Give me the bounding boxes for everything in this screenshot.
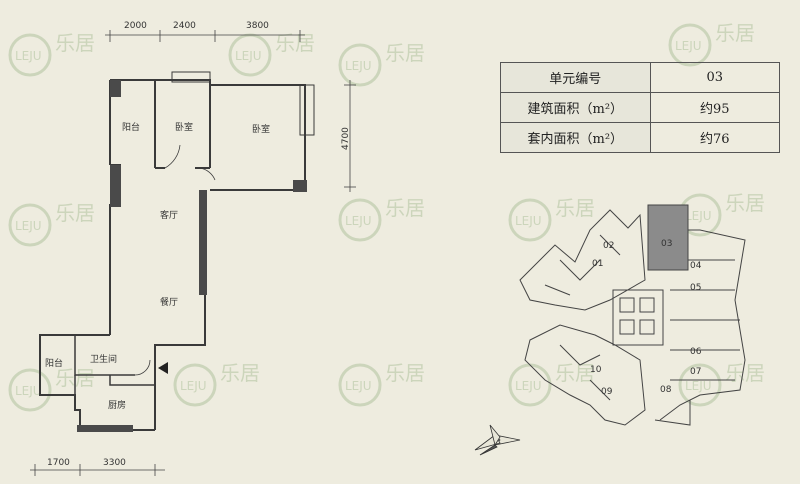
info-value: 03 <box>649 62 781 93</box>
watermark-text: 乐居 <box>555 196 595 220</box>
watermark-logo-text: LEJU <box>180 379 207 393</box>
watermark-logo-text: LEJU <box>345 59 372 73</box>
dimension-label: 3300 <box>103 458 126 468</box>
watermark-logo: LEJU 乐居 <box>668 21 755 67</box>
room-label: 卧室 <box>175 121 193 133</box>
table-row: 建筑面积（m²） 约95 <box>500 92 781 123</box>
dimension-label: 4700 <box>341 127 351 150</box>
room-label: 阳台 <box>122 121 140 133</box>
room-label: 卧室 <box>252 123 270 135</box>
dimension-label: 1700 <box>47 458 70 468</box>
info-label: 建筑面积（m²） <box>500 92 651 123</box>
unit-label: 04 <box>690 261 702 271</box>
table-row: 单元编号 03 <box>500 62 781 93</box>
watermark-layer: LEJU 乐居 LEJU 乐居 LEJU 乐居 LEJU 乐居 LEJU 乐居 … <box>8 21 765 412</box>
watermark-logo-text: LEJU <box>345 214 372 228</box>
unit-label: 02 <box>603 241 614 251</box>
unit-label: 07 <box>690 367 701 377</box>
watermark-text: 乐居 <box>55 201 95 225</box>
info-label: 单元编号 <box>500 62 651 93</box>
watermark-logo-text: LEJU <box>345 379 372 393</box>
watermark-text: 乐居 <box>55 31 95 55</box>
unit-label: 03 <box>661 239 672 249</box>
key-plan <box>519 209 746 426</box>
dimension-label: 2000 <box>124 21 147 31</box>
watermark-logo: LEJU 乐居 <box>508 196 595 242</box>
dimension-label: 2400 <box>173 21 196 31</box>
table-row: 套内面积（m²） 约76 <box>500 122 781 153</box>
room-label: 厨房 <box>108 399 126 411</box>
watermark-logo: LEJU 乐居 <box>338 196 425 242</box>
watermark-logo-text: LEJU <box>685 209 712 223</box>
highlighted-unit <box>647 204 689 271</box>
unit-label: 10 <box>590 365 602 375</box>
key-plan-labels: 01 02 03 04 05 06 07 08 09 10 <box>590 239 702 397</box>
watermark-text: 乐居 <box>385 196 425 220</box>
dimension-top <box>105 30 305 42</box>
watermark-text: 乐居 <box>555 361 595 385</box>
watermark-logo-text: LEJU <box>515 214 542 228</box>
watermark-logo: LEJU 乐居 <box>228 31 315 77</box>
dimension-bottom <box>30 464 165 476</box>
watermark-logo-text: LEJU <box>675 39 702 53</box>
unit-label: 01 <box>592 259 603 269</box>
watermark-logo-text: LEJU <box>515 379 542 393</box>
watermark-logo-text: LEJU <box>15 384 42 398</box>
watermark-logo: LEJU 乐居 <box>173 361 260 407</box>
watermark-logo: LEJU 乐居 <box>8 366 95 412</box>
watermark-text: 乐居 <box>220 361 260 385</box>
wall-fills <box>77 80 307 432</box>
watermark-logo: LEJU 乐居 <box>338 41 425 87</box>
unit-info-table: 单元编号 03 建筑面积（m²） 约95 套内面积（m²） 约76 <box>500 62 781 153</box>
room-label: 客厅 <box>160 209 178 221</box>
unit-label: 09 <box>601 387 613 397</box>
info-value: 约76 <box>649 122 781 153</box>
info-label: 套内面积（m²） <box>500 122 651 153</box>
unit-label: 05 <box>690 283 701 293</box>
room-label: 卫生间 <box>90 353 117 365</box>
watermark-text: 乐居 <box>385 41 425 65</box>
watermark-text: 乐居 <box>725 361 765 385</box>
watermark-logo: LEJU 乐居 <box>338 361 425 407</box>
watermark-logo: LEJU 乐居 <box>8 201 95 247</box>
watermark-text: 乐居 <box>385 361 425 385</box>
room-label: 餐厅 <box>160 296 178 308</box>
dimension-label: 3800 <box>246 21 269 31</box>
info-value: 约95 <box>649 92 781 123</box>
watermark-logo-text: LEJU <box>685 379 712 393</box>
watermark-logo: LEJU 乐居 <box>678 361 765 407</box>
unit-label: 06 <box>690 347 702 357</box>
watermark-logo: LEJU 乐居 <box>508 361 595 407</box>
entrance-arrow-icon <box>158 362 168 374</box>
watermark-text: 乐居 <box>715 21 755 45</box>
compass-icon <box>474 424 521 456</box>
dimension-right <box>344 80 356 192</box>
watermark-logo-text: LEJU <box>15 49 42 63</box>
unit-label: 08 <box>660 385 672 395</box>
watermark-text: 乐居 <box>725 191 765 215</box>
watermark-logo: LEJU 乐居 <box>678 191 765 237</box>
watermark-logo-text: LEJU <box>235 49 262 63</box>
room-label: 阳台 <box>45 357 63 369</box>
watermark-logo: LEJU 乐居 <box>8 31 95 77</box>
watermark-logo-text: LEJU <box>15 219 42 233</box>
